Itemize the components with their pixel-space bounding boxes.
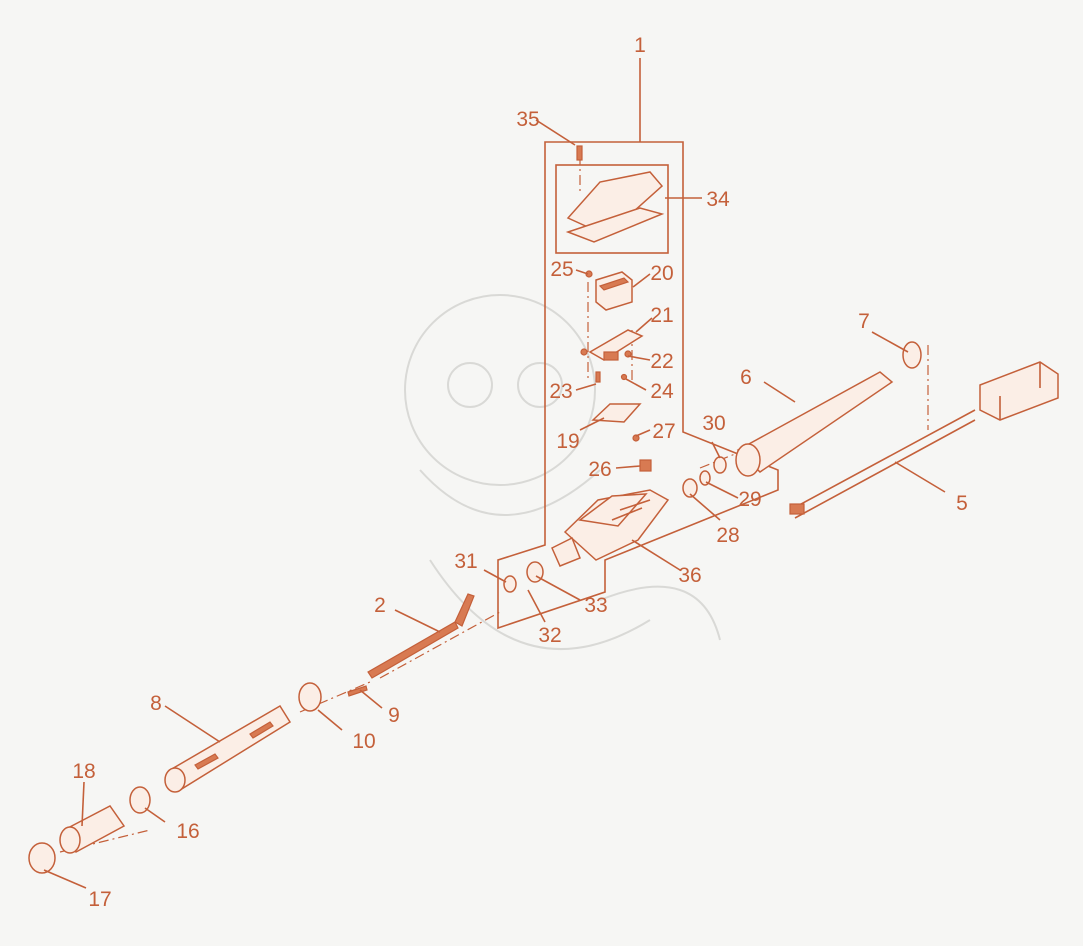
label-22: 22 (650, 350, 673, 373)
label-31: 31 (454, 550, 477, 573)
label-6: 6 (740, 366, 752, 389)
watermark-mascot (404, 294, 721, 651)
label-29: 29 (738, 488, 761, 511)
label-17: 17 (88, 888, 111, 911)
part-9-pin (347, 685, 368, 697)
part-2-wire (367, 593, 475, 679)
part-20-relay (595, 271, 633, 311)
label-18: 18 (72, 760, 95, 783)
label-35: 35 (516, 108, 539, 131)
part-8-sleeve (164, 704, 292, 793)
label-26: 26 (588, 458, 611, 481)
part-26-clip (639, 459, 652, 472)
label-32: 32 (538, 624, 561, 647)
label-10: 10 (352, 730, 375, 753)
label-19: 19 (556, 430, 579, 453)
label-2: 2 (374, 594, 386, 617)
label-33: 33 (584, 594, 607, 617)
part-21-board (580, 329, 644, 383)
label-8: 8 (150, 692, 162, 715)
label-27: 27 (652, 420, 675, 443)
part-16-ring (129, 786, 151, 814)
label-25: 25 (550, 258, 573, 281)
part-35-screw (576, 145, 583, 161)
part-6-boot (735, 371, 894, 477)
label-34: 34 (706, 188, 730, 211)
label-5: 5 (956, 492, 968, 515)
part-29-ring (699, 470, 711, 486)
part-30-ring (713, 456, 727, 474)
part-labels: 1 2 5 6 7 8 9 10 16 17 18 19 20 21 22 23… (72, 34, 968, 911)
part-19-gasket (591, 403, 642, 423)
part-34-cover (565, 171, 665, 243)
label-1: 1 (634, 34, 646, 57)
label-30: 30 (702, 412, 725, 435)
label-20: 20 (650, 262, 673, 285)
label-28: 28 (716, 524, 739, 547)
label-23: 23 (549, 380, 572, 403)
leader-lines (43, 119, 946, 889)
label-7: 7 (858, 310, 870, 333)
part-27-screw (632, 434, 640, 442)
part-31-ring (503, 575, 517, 593)
subgroup-box-34 (555, 164, 669, 254)
part-18-tube (59, 805, 126, 854)
part-5-connector-cable (789, 361, 1059, 519)
part-36-housing (551, 489, 670, 567)
label-36: 36 (678, 564, 701, 587)
part-28-ring (682, 478, 698, 498)
part-7-ring (902, 341, 922, 369)
label-24: 24 (650, 380, 674, 403)
part-17-ring (28, 842, 56, 874)
label-16: 16 (176, 820, 199, 843)
part-10-ring (298, 682, 322, 712)
label-9: 9 (388, 704, 400, 727)
assembly-bracket-1 (497, 141, 779, 630)
label-21: 21 (650, 304, 673, 327)
axis-line-main (59, 451, 741, 853)
